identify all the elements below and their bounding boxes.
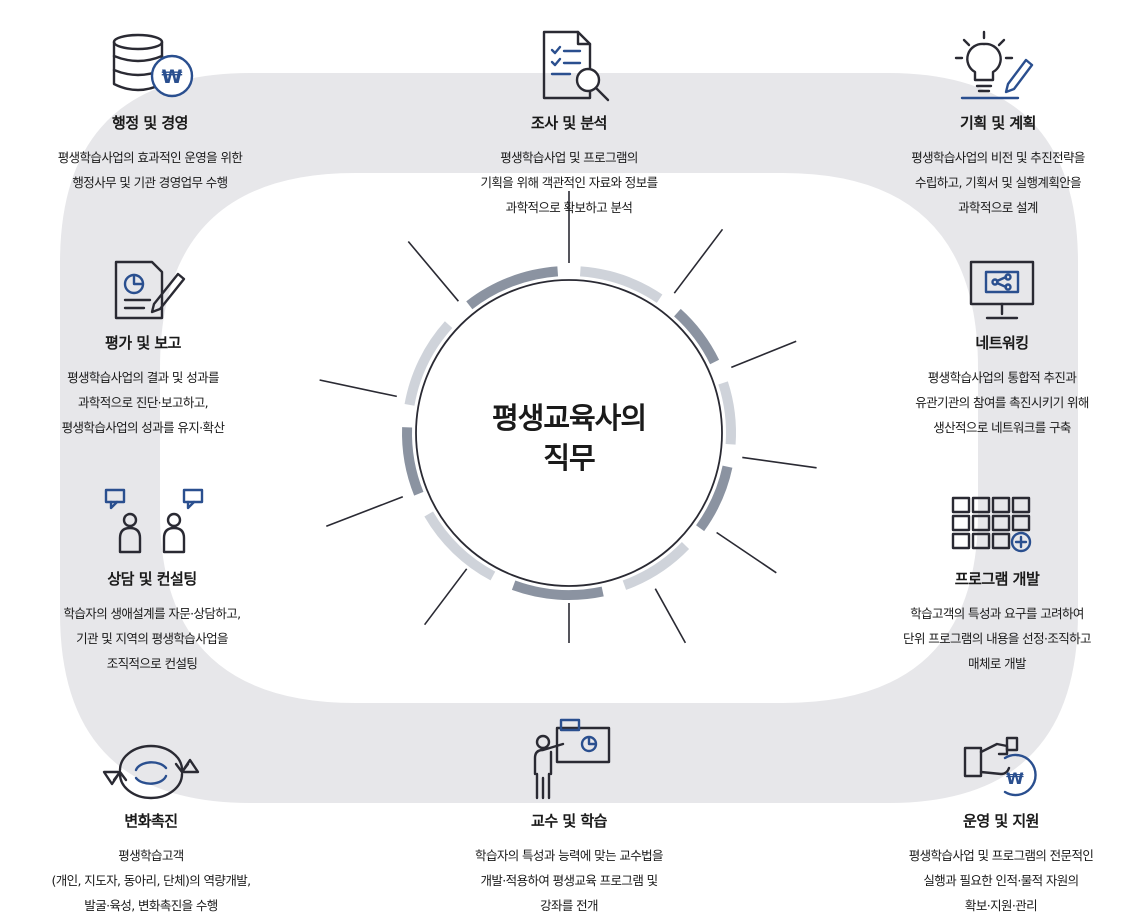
role-description: 평생학습사업의 비전 및 추진전략을 수립하고, 기획서 및 실행계획안을 과학… bbox=[911, 150, 1085, 215]
svg-text:₩: ₩ bbox=[1006, 769, 1024, 788]
report-chart-icon bbox=[0, 242, 313, 322]
center-circle bbox=[415, 279, 723, 587]
segment-arc bbox=[673, 308, 720, 365]
role-description: 평생학습사업의 통합적 추진과 유관기관의 참여를 촉진시키기 위해 생산적으로… bbox=[915, 370, 1089, 435]
segment-arc bbox=[466, 266, 559, 310]
sunburst-ray bbox=[407, 240, 460, 302]
role-description: 학습고객의 특성과 요구를 고려하여 단위 프로그램의 내용을 선정·조직하고 … bbox=[903, 606, 1092, 671]
role-admin: ₩ 행정 및 경영 평생학습사업의 효과적인 운영을 위한 행정사무 및 기관 … bbox=[0, 22, 320, 195]
role-description: 평생학습사업의 결과 및 성과를 과학적으로 진단·보고하고, 평생학습사업의 … bbox=[61, 370, 225, 435]
role-change: 변화촉진 평생학습고객 (개인, 지도자, 동아리, 단체)의 역량개발, 발굴… bbox=[0, 720, 321, 918]
segment-arc bbox=[402, 427, 424, 496]
role-title: 프로그램 개발 bbox=[954, 570, 1040, 588]
role-title: 변화촉진 bbox=[124, 812, 178, 830]
sunburst-ray bbox=[742, 456, 817, 469]
svg-text:₩: ₩ bbox=[162, 66, 183, 88]
role-research: 조사 및 분석 평생학습사업 및 프로그램의 기획을 위해 객관적인 자료와 정… bbox=[399, 22, 739, 220]
segment-arc bbox=[718, 381, 736, 445]
segment-arc bbox=[696, 465, 733, 532]
cycle-arrows-icon bbox=[0, 720, 321, 800]
document-magnifier-icon bbox=[399, 22, 739, 102]
role-title: 교수 및 학습 bbox=[531, 812, 607, 830]
role-title: 기획 및 계획 bbox=[960, 114, 1036, 132]
sunburst-rays bbox=[319, 191, 817, 644]
sunburst-ray bbox=[731, 340, 797, 369]
hand-coin-icon: ₩ bbox=[831, 720, 1138, 800]
grid-plus-icon bbox=[827, 478, 1138, 558]
lightbulb-pencil-icon bbox=[828, 22, 1138, 102]
segment-arcs bbox=[402, 266, 736, 600]
role-planning: 기획 및 계획 평생학습사업의 비전 및 추진전략을 수립하고, 기획서 및 실… bbox=[828, 22, 1138, 220]
money-database-icon: ₩ bbox=[0, 22, 320, 102]
role-description: 평생학습고객 (개인, 지도자, 동아리, 단체)의 역량개발, 발굴·육성, … bbox=[51, 848, 251, 913]
people-speech-icon bbox=[0, 478, 322, 558]
role-title: 운영 및 지원 bbox=[963, 812, 1039, 830]
role-title: 조사 및 분석 bbox=[531, 114, 607, 132]
role-description: 평생학습사업의 효과적인 운영을 위한 행정사무 및 기관 경영업무 수행 bbox=[57, 150, 243, 190]
sunburst-ray bbox=[654, 588, 687, 644]
role-description: 학습자의 생애설계를 자문·상담하고, 기관 및 지역의 평생학습사업을 조직적… bbox=[63, 606, 242, 671]
segment-arc bbox=[511, 580, 604, 600]
outer-ring bbox=[60, 73, 1078, 803]
role-description: 평생학습사업 및 프로그램의 기획을 위해 객관적인 자료와 정보를 과학적으로… bbox=[480, 150, 659, 215]
role-title: 행정 및 경영 bbox=[112, 114, 188, 132]
sunburst-ray bbox=[673, 228, 724, 294]
role-teaching: 교수 및 학습 학습자의 특성과 능력에 맞는 교수법을 개발·적용하여 평생교… bbox=[399, 718, 739, 918]
sunburst-ray bbox=[326, 496, 404, 527]
role-evaluation: 평가 및 보고 평생학습사업의 결과 및 성과를 과학적으로 진단·보고하고, … bbox=[0, 242, 313, 440]
role-program: 프로그램 개발 학습고객의 특성과 요구를 고려하여 단위 프로그램의 내용을 … bbox=[827, 478, 1138, 676]
role-networking: 네트워킹 평생학습사업의 통합적 추진과 유관기관의 참여를 촉진시키기 위해 … bbox=[832, 242, 1138, 440]
monitor-share-icon bbox=[832, 242, 1138, 322]
role-title: 상담 및 컨설팅 bbox=[107, 570, 197, 588]
center-title: 평생교육사의 직무 bbox=[491, 401, 647, 475]
segment-arc bbox=[424, 511, 496, 581]
role-description: 학습자의 특성과 능력에 맞는 교수법을 개발·적용하여 평생교육 프로그램 및… bbox=[475, 848, 664, 913]
sunburst-ray bbox=[319, 379, 397, 398]
role-title: 평가 및 보고 bbox=[105, 334, 181, 352]
role-description: 평생학습사업 및 프로그램의 전문적인 실행과 필요한 인적·물적 자원의 확보… bbox=[908, 848, 1094, 913]
segment-arc bbox=[622, 541, 690, 590]
role-consulting: 상담 및 컨설팅 학습자의 생애설계를 자문·상담하고, 기관 및 지역의 평생… bbox=[0, 478, 322, 676]
sunburst-ray bbox=[423, 568, 468, 626]
segment-arc bbox=[404, 321, 453, 406]
sunburst-ray bbox=[716, 531, 777, 574]
role-title: 네트워킹 bbox=[975, 334, 1029, 352]
teacher-board-icon bbox=[399, 718, 739, 800]
segment-arc bbox=[579, 266, 663, 303]
role-operation: ₩ 운영 및 지원 평생학습사업 및 프로그램의 전문적인 실행과 필요한 인적… bbox=[831, 720, 1138, 918]
